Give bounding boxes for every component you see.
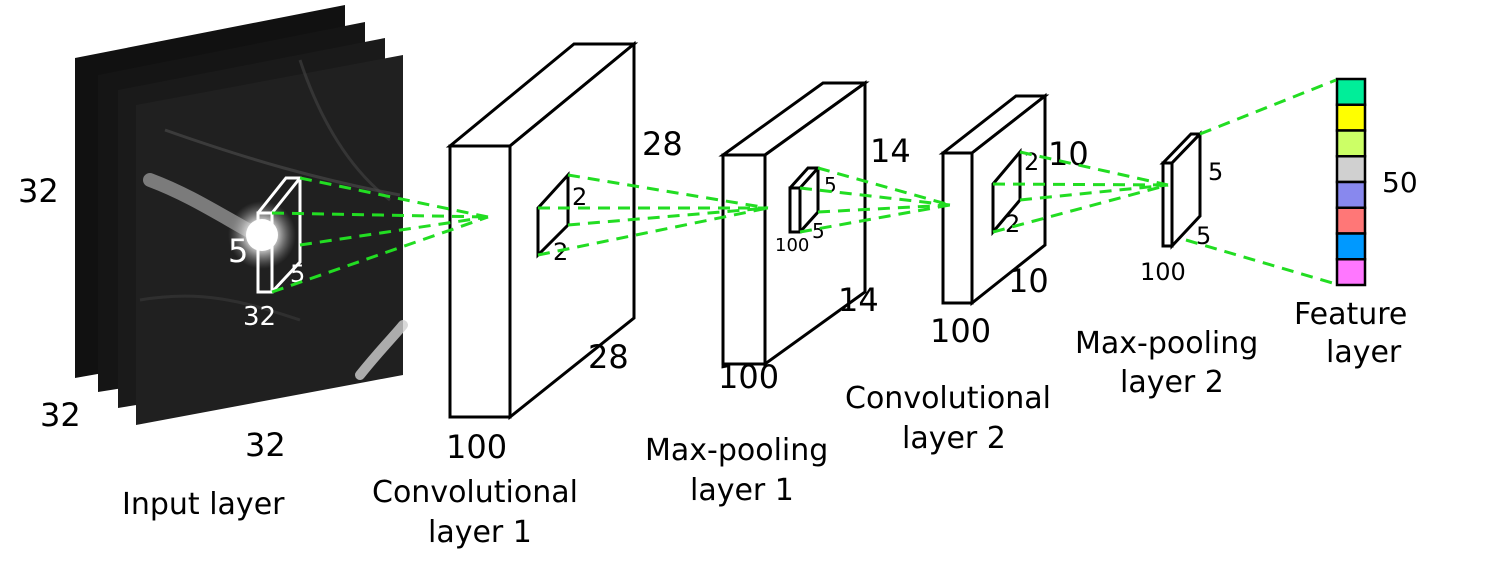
input-kernel-a-label: 5 [228,232,248,270]
input-kernel-depth-label: 32 [243,302,276,332]
feature-cell [1335,258,1367,287]
connection-pool1-conv2-1 [817,166,951,207]
feature-caption-line2: layer [1326,335,1402,370]
pool2-front-face [1161,161,1174,248]
connection-conv1-pool1-1 [567,173,769,210]
connection-pool1-conv2-3 [817,203,951,214]
conv1-kernel-a-label: 2 [572,183,587,211]
pool1-layer: 5 5 100 14 14 100 Max-pooling layer 1 [645,80,911,508]
input-layer: 5 5 32 32 32 32 Input layer [18,5,408,522]
conv2-width-label: 10 [1008,262,1049,300]
pool1-front-face [721,153,767,366]
feature-cell [1335,155,1367,184]
pool1-height-label: 14 [870,132,911,170]
conv1-front-face [448,144,512,419]
connection-pool2-feature-top [1199,78,1337,136]
pool1-caption-line1: Max-pooling [645,433,828,468]
conv1-width-label: 28 [588,338,629,376]
input-width-label: 32 [245,426,286,464]
connection-conv2-pool2-4 [992,183,1169,234]
connection-pool1-conv2-2 [799,186,951,207]
pool2-caption-line2: layer 2 [1120,365,1224,400]
input-height-label: 32 [18,172,59,210]
conv1-height-label: 28 [642,125,683,163]
conv1-layer: 2 2 28 28 100 Convolutional layer 1 [372,40,683,550]
input-layer-caption: Input layer [122,487,285,522]
feature-cell [1335,206,1367,235]
input-depth-label: 32 [40,396,81,434]
feature-caption-line1: Feature [1294,297,1407,332]
feature-vector [1335,77,1367,287]
pool2-b-label: 5 [1196,222,1211,250]
pool2-a-label: 5 [1208,158,1223,186]
pool1-width-label: 14 [838,281,879,319]
conv2-caption-line1: Convolutional [845,381,1051,416]
feature-cell [1335,103,1367,132]
connection-lines [271,78,1337,294]
connection-input-conv1-2 [271,211,489,219]
pool2-depth-label: 100 [1140,258,1186,286]
feature-cell [1335,77,1367,106]
pool1-kernel-a-label: 5 [824,173,837,197]
input-image [136,55,408,425]
feature-layer: 50 Feature layer [1294,77,1418,370]
feature-cell [1335,232,1367,261]
pool1-kernel-depth-label: 100 [775,235,809,256]
connection-conv2-pool2-2 [992,182,1169,187]
connection-conv2-pool2-3 [1019,183,1169,202]
connection-pool2-feature-bottom [1185,238,1337,286]
pool1-kernel-b-label: 5 [812,219,825,243]
pool2-layer: 5 5 100 Max-pooling layer 2 [1075,130,1258,400]
feature-cell [1335,180,1367,209]
conv2-layer: 2 2 10 10 100 Convolutional layer 2 [845,92,1089,456]
conv2-kernel-b-label: 2 [1005,210,1020,238]
conv1-caption-line1: Convolutional [372,475,578,510]
pool1-depth-label: 100 [718,358,779,396]
conv1-kernel-b-label: 2 [553,238,568,266]
conv2-front-face [941,151,974,305]
pool2-caption-line1: Max-pooling [1075,326,1258,361]
connection-conv2-pool2-1 [1019,150,1169,187]
feature-cell [1335,129,1367,158]
conv1-depth-label: 100 [446,428,507,466]
connection-input-conv1-1 [299,176,489,219]
feature-size-label: 50 [1382,166,1418,199]
conv2-caption-line2: layer 2 [902,421,1006,456]
connection-pool1-conv2-4 [799,203,951,234]
pool1-caption-line2: layer 1 [690,473,794,508]
connection-input-conv1-4 [271,215,489,294]
connection-conv1-pool1-3 [567,206,769,227]
conv1-caption-line2: layer 1 [428,515,532,550]
connection-input-conv1-3 [299,215,489,247]
conv2-depth-label: 100 [930,312,991,350]
